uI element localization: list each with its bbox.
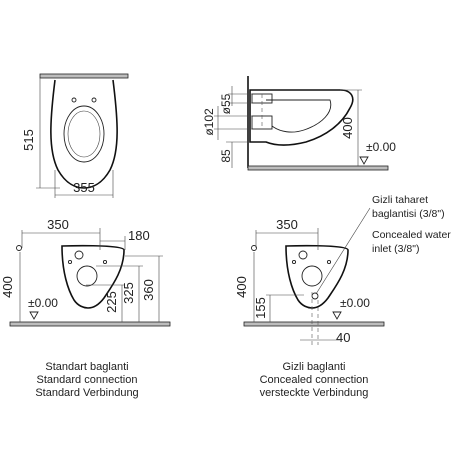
- fix-right-standard: [102, 259, 108, 265]
- dim-85: 85: [219, 149, 233, 163]
- dim-40: 40: [336, 330, 350, 345]
- floor-bar-concealed: [243, 321, 385, 327]
- outlet-circle-standard: [76, 265, 98, 287]
- caption-concealed-1: Gizli baglanti: [283, 361, 346, 373]
- side-view: ø55 ø102 85 400 ±0.00: [202, 76, 396, 171]
- dim-400-side: 400: [340, 117, 355, 139]
- dim-225: 225: [104, 291, 119, 313]
- dim-180: 180: [128, 228, 150, 243]
- floor-level-standard: ±0.00: [28, 296, 58, 310]
- bowl-front-concealed: [285, 244, 349, 309]
- dim-400-standard: 400: [0, 276, 15, 298]
- fix-left-standard: [67, 259, 73, 265]
- dim-o102: ø102: [202, 108, 216, 136]
- water-inlet-marker-concealed: [251, 245, 257, 251]
- seat-opening: [63, 105, 105, 163]
- dim-o55: ø55: [219, 93, 233, 114]
- outlet-circle-concealed: [301, 265, 323, 287]
- floor-bar-standard: [9, 321, 171, 327]
- fix-right-concealed: [326, 259, 332, 265]
- caption-standard-1: Standart baglanti: [45, 361, 128, 373]
- fixing-hole-left: [71, 97, 77, 103]
- dim-350-concealed: 350: [276, 217, 298, 232]
- caption-concealed-2: Concealed connection: [260, 374, 369, 386]
- water-inlet-marker-standard: [16, 245, 22, 251]
- dim-350-standard: 350: [47, 217, 69, 232]
- bowl-outline-top: [50, 79, 118, 189]
- bowl-front-standard: [61, 244, 125, 309]
- leader-line: [315, 207, 371, 295]
- concealed-inlet: [311, 292, 319, 300]
- wall-bar: [39, 73, 129, 79]
- dim-155: 155: [253, 297, 268, 319]
- bowl-inner-side: [266, 99, 332, 133]
- dim-325: 325: [121, 282, 136, 304]
- note-tr-line2: baglantisi (3/8"): [372, 208, 445, 220]
- caption-concealed-3: versteckte Verbindung: [260, 387, 369, 399]
- concealed-view: 350 400 155 40 ±0.00 Gizli taharet bagla…: [234, 194, 451, 345]
- captions: Standart baglanti Standard connection St…: [35, 361, 368, 399]
- note-tr-line1: Gizli taharet: [372, 194, 428, 206]
- floor-bar-side: [247, 165, 389, 171]
- standard-view: 350 180 400 ±0.00 225 325 360: [0, 217, 171, 327]
- dim-360: 360: [141, 279, 156, 301]
- note-en-line2: inlet (3/8"): [372, 243, 420, 255]
- dim-515: 515: [21, 129, 36, 151]
- caption-standard-2: Standard connection: [37, 374, 138, 386]
- floor-level-concealed: ±0.00: [340, 296, 370, 310]
- dim-355: 355: [73, 180, 95, 195]
- level-marker-standard: [29, 311, 39, 320]
- inlet-circle-concealed: [298, 250, 308, 260]
- floor-level-side: ±0.00: [366, 140, 396, 154]
- level-marker-concealed: [332, 311, 342, 320]
- seat-inner: [67, 110, 101, 158]
- dim-400-concealed: 400: [234, 276, 249, 298]
- note-en-line1: Concealed water: [372, 229, 451, 241]
- level-marker-side: [359, 156, 369, 165]
- fix-left-concealed: [291, 259, 297, 265]
- bowl-outline-side: [249, 89, 354, 146]
- caption-standard-3: Standard Verbindung: [35, 387, 138, 399]
- inlet-circle-standard: [74, 250, 84, 260]
- fixing-hole-right: [91, 97, 97, 103]
- top-view: 515 355: [21, 73, 129, 198]
